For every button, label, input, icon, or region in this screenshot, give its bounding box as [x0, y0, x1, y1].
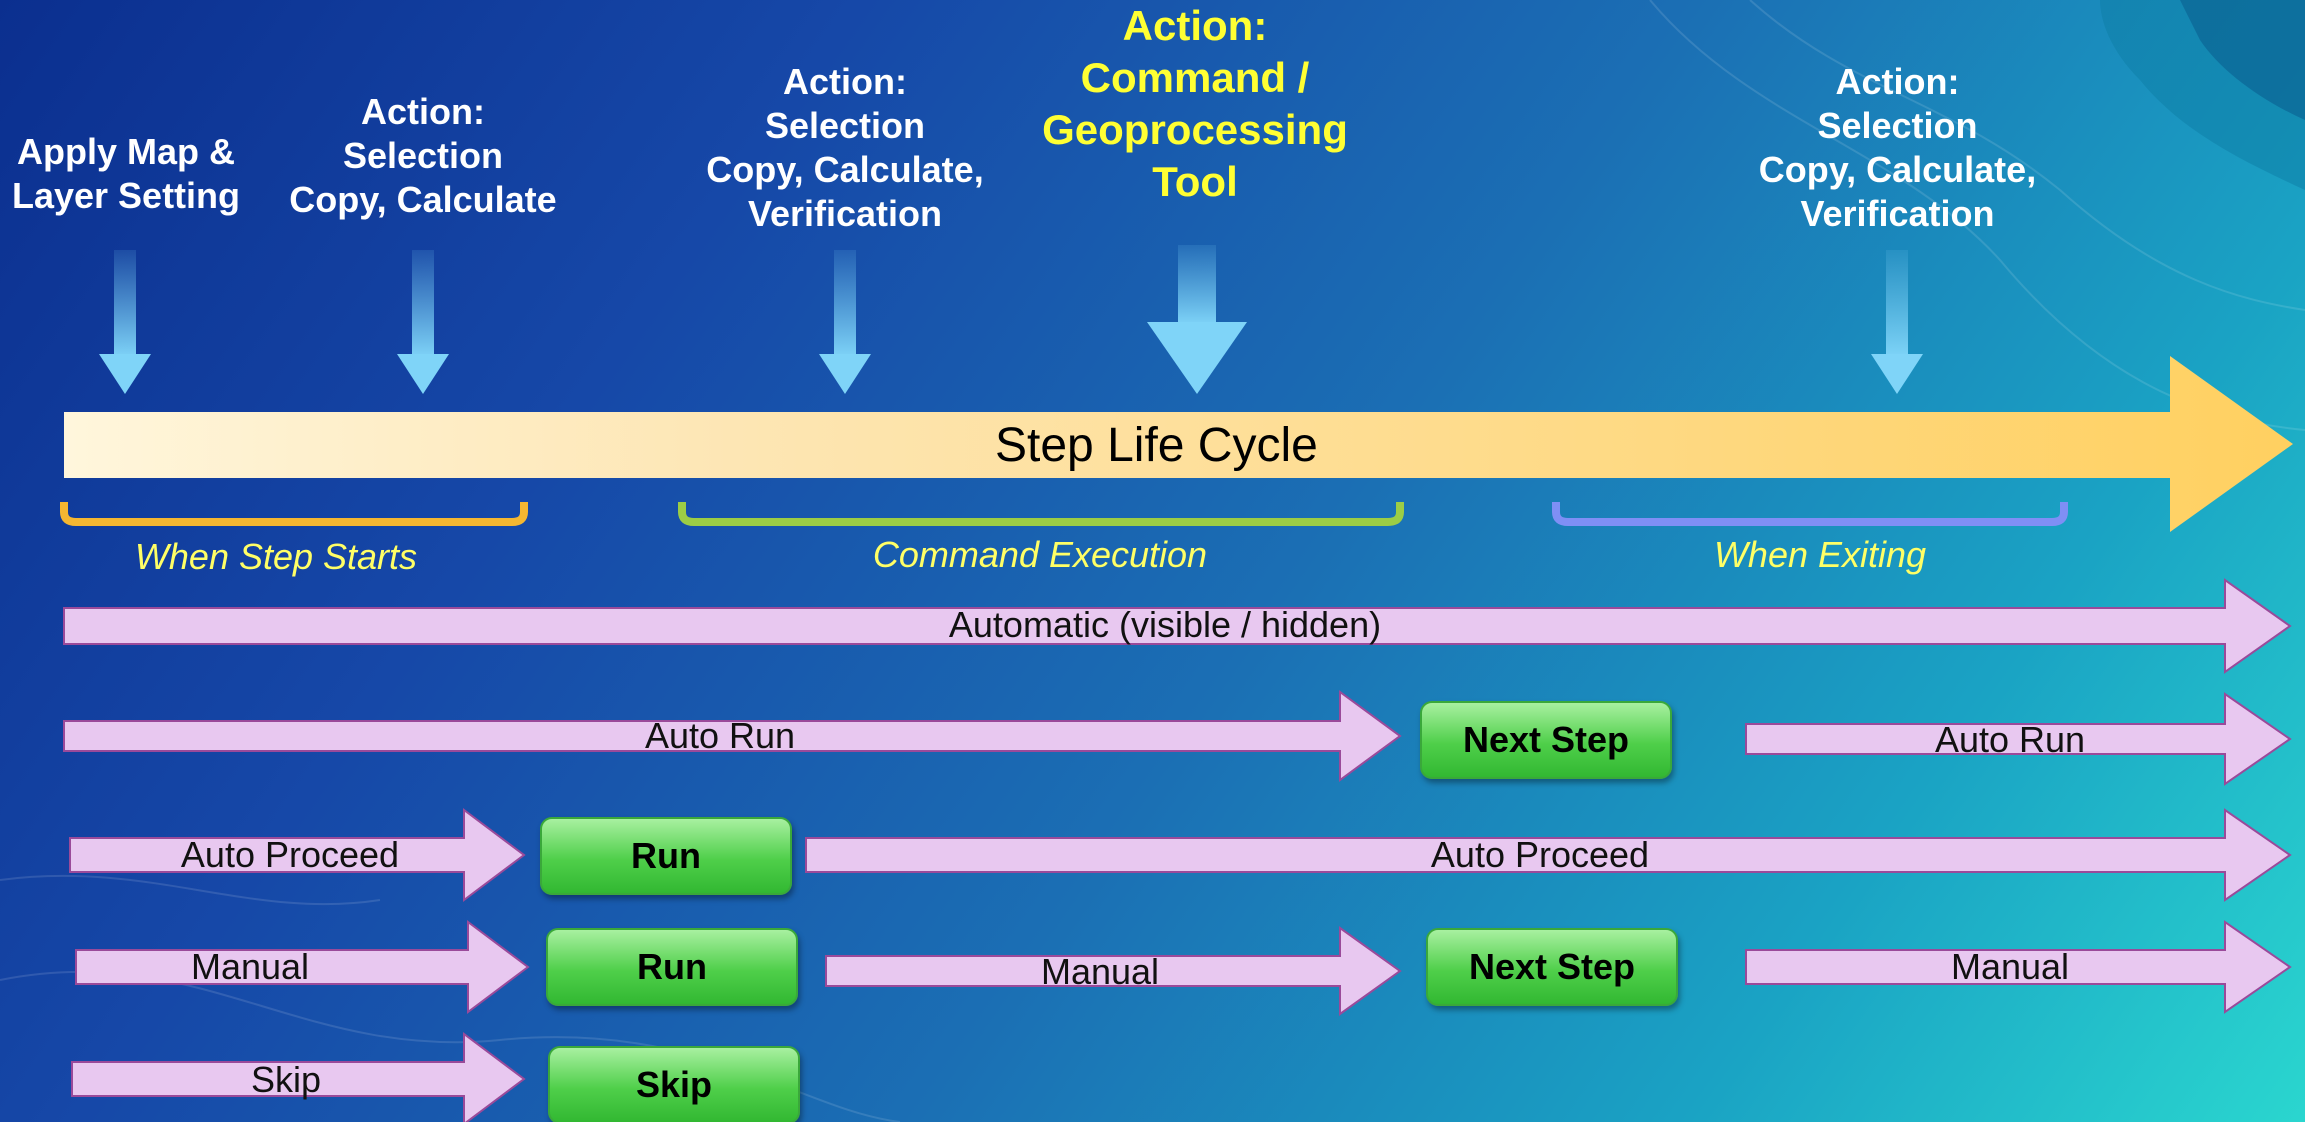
row-arrow-auto-proceed-1 [69, 808, 526, 902]
lifecycle-title: Step Life Cycle [995, 419, 1318, 472]
down-arrow-command [1147, 245, 1247, 394]
phase-start-label: When Step Starts [134, 536, 418, 577]
action-selection-exit: Action: Selection Copy, Calculate, Verif… [1740, 60, 2055, 236]
row-arrow-manual-1 [75, 920, 530, 1014]
action-selection-exit-line: Selection [1817, 105, 1978, 146]
manual-label: Manual [190, 946, 310, 987]
skip-label: Skip [250, 1059, 322, 1100]
down-arrow-apply [99, 250, 151, 394]
row-arrow-manual-2 [825, 926, 1402, 1016]
auto-run-label: Auto Run [1934, 719, 2086, 760]
auto-proceed-label: Auto Proceed [1430, 834, 1650, 875]
phase-exit-label: When Exiting [1713, 534, 1927, 575]
phase-execution-label: Command Execution [872, 534, 1208, 575]
manual-label: Manual [1040, 951, 1160, 992]
corner-terrain-decoration [2100, 0, 2305, 190]
run-button[interactable]: Run [546, 928, 798, 1006]
action-command-tool: Action: Command / Geoprocessing Tool [1030, 0, 1360, 208]
action-selection-execution-line: Selection [764, 105, 926, 146]
next-step-button[interactable]: Next Step [1420, 701, 1672, 779]
action-command-line: Command / [1080, 54, 1310, 101]
action-selection-exit-line: Action: [1835, 61, 1960, 102]
down-arrow-selection1 [397, 250, 449, 394]
action-selection-exit-line: Copy, Calculate, [1758, 149, 2037, 190]
action-selection-execution-line: Action: [783, 61, 907, 102]
auto-run-label: Auto Run [644, 715, 796, 756]
automatic-label: Automatic (visible / hidden) [948, 604, 1382, 645]
run-button[interactable]: Run [540, 817, 792, 895]
action-apply-settings: Apply Map & Layer Setting [6, 130, 246, 218]
action-selection-start-line: Selection [342, 135, 504, 176]
action-command-line: Action: [1122, 2, 1268, 49]
execution-bracket [678, 502, 1404, 526]
action-selection-execution: Action: Selection Copy, Calculate, Verif… [690, 60, 1000, 236]
row-arrow-manual-3 [1745, 920, 2292, 1014]
action-selection-exit-line: Verification [1800, 193, 1995, 234]
action-selection-execution-line: Copy, Calculate, [706, 149, 984, 190]
action-selection-start-line: Copy, Calculate [289, 179, 557, 220]
action-command-line: Tool [1152, 158, 1238, 205]
row-arrow-auto-run-2 [1745, 692, 2292, 786]
row-arrow-skip [71, 1032, 526, 1122]
action-selection-start-line: Action: [361, 91, 485, 132]
start-bracket [60, 502, 528, 526]
auto-proceed-label: Auto Proceed [180, 834, 400, 875]
action-apply-line: Layer Setting [11, 175, 241, 216]
row-arrow-auto-proceed-2 [805, 808, 2292, 902]
manual-label: Manual [1950, 946, 2070, 987]
action-command-line: Geoprocessing [1042, 106, 1348, 153]
down-arrow-selection3 [1871, 250, 1923, 394]
down-arrow-selection2 [819, 250, 871, 394]
action-selection-start: Action: Selection Copy, Calculate [278, 90, 568, 222]
lifecycle-arrow [64, 356, 2293, 532]
next-step-button[interactable]: Next Step [1426, 928, 1678, 1006]
action-apply-line: Apply Map & [16, 131, 235, 172]
row-arrow-auto-run-1 [63, 690, 1402, 782]
skip-button[interactable]: Skip [548, 1046, 800, 1122]
exit-bracket [1552, 502, 2068, 526]
action-selection-execution-line: Verification [747, 193, 943, 234]
row-arrow-automatic [63, 578, 2292, 674]
